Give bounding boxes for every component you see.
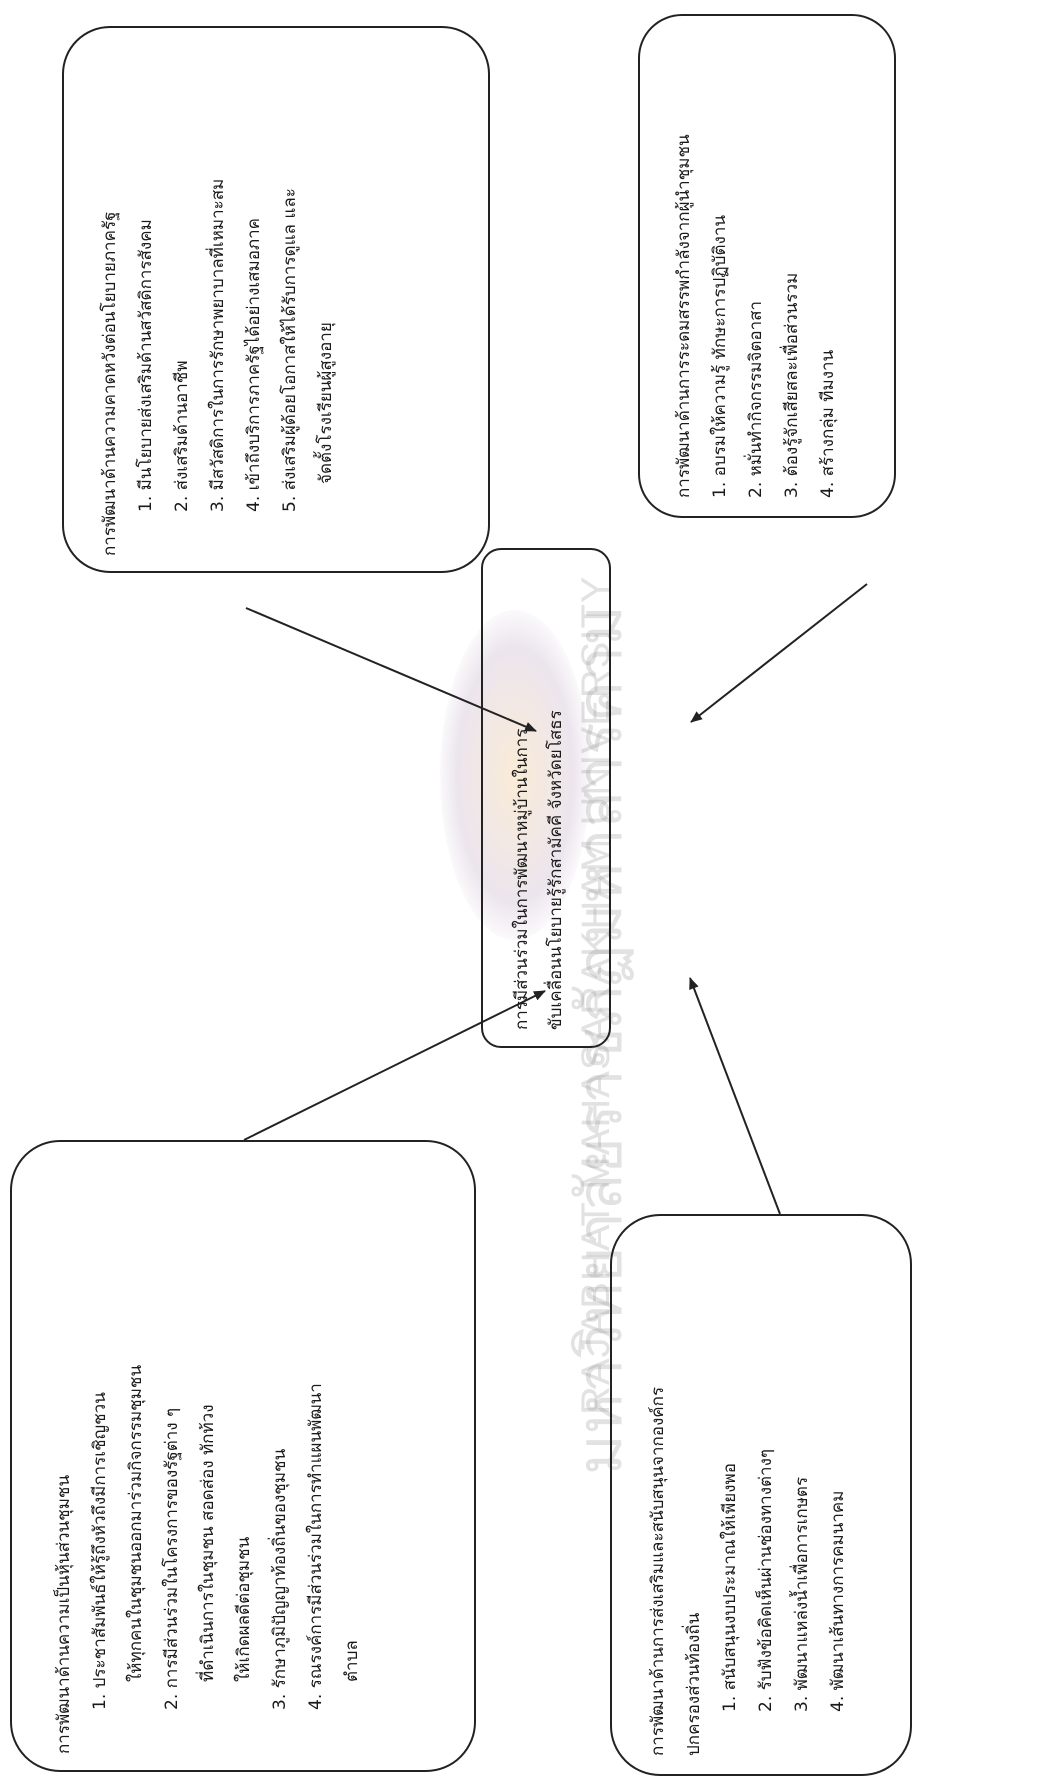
list-item-continuation: ที่ดำเนินการในชุมชน สอดส่อง ทักท้วง [198,1404,218,1682]
list-item: 4. พัฒนาเส้นทางการคมนาคม [828,1490,848,1712]
list-item-continuation: ตำบล [342,1640,362,1682]
box-local-government-support: การพัฒนาด้านการส่งเสริมและสนับสนุนจากองค… [610,1214,912,1776]
list-item: 2. ส่งเสริมด้านอาชีพ [172,360,192,512]
university-seal-watermark [440,610,590,940]
list-item: 4. สร้างกลุ่ม ทีมงาน [818,349,838,498]
list-item: 3. มีสวัสดิการในการรักษาพยาบาลที่เหมาะสม [208,178,228,512]
list-item: 3. ต้องรู้จักเสียสละเพื่อส่วนรวม [782,272,802,498]
arrow-top-left [245,607,537,732]
list-item: 1. สนับสนุนงบประมาณให้เพียงพอ [720,1463,740,1712]
box-title: การพัฒนาด้านการระดมสรรพกำลังจากผู้นำชุมช… [674,134,694,498]
arrow-bottom-right [689,977,781,1215]
box-community-partnership: การพัฒนาด้านความเป็นหุ้นส่วนชุมชน 1. ประ… [10,1140,476,1772]
list-item-continuation: ให้เกิดผลดีต่อชุมชน [234,1536,254,1682]
list-item: 3. พัฒนาแหล่งน้ำเพื่อการเกษตร [792,1476,812,1712]
list-item: 4. รณรงค์การมีส่วนร่วมในการทำแผนพัฒนา [306,1383,326,1710]
list-item: 3. รักษาภูมิปัญญาท้องถิ่นของชุมชน [270,1448,290,1710]
list-item: 5. ส่งเสริมผู้ด้อยโอกาสให้ได้รับการดูแล … [280,188,300,512]
central-topic-line-2: ขับเคลื่อนนโยบายรู้รักสามัคคี จังหวัดยโส… [546,710,566,1030]
list-item: 1. ประชาสัมพันธ์ให้รู้ถึงหัวถึงมีการเชิญ… [90,1392,110,1710]
box-community-leader-mobilization: การพัฒนาด้านการระดมสรรพกำลังจากผู้นำชุมช… [638,14,896,518]
list-item: 2. การมีส่วนร่วมในโครงการของรัฐต่าง ๆ [162,1407,182,1710]
list-item-continuation: ให้ทุกคนในชุมชนออกมาร่วมกิจกรรมชุมชน [126,1364,146,1682]
box-title: การพัฒนาด้านความเป็นหุ้นส่วนชุมชน [54,1474,74,1754]
arrow-top-right [690,583,868,723]
box-state-policy-expectations: การพัฒนาด้านความคาดหวังต่อนโยบายภาครัฐ 1… [62,26,490,573]
box-title: การพัฒนาด้านความคาดหวังต่อนโยบายภาครัฐ [100,211,120,556]
box-central-topic: การมีส่วนร่วมในการพัฒนาหมู่บ้านในการ ขับ… [481,548,611,1048]
list-item: 4. เข้าถึงบริการภาครัฐได้อย่างเสมอภาค [244,217,264,512]
list-item: 1. อบรมให้ความรู้ ทักษะการปฏิบัติงาน [710,215,730,498]
list-item-continuation: จัดตั้งโรงเรียนผู้สูงอายุ [316,322,336,484]
list-item: 2. รับฟังข้อคิดเห็นผ่านช่องทางต่างๆ [756,1448,776,1712]
arrow-bottom-left [243,990,546,1141]
box-title: การพัฒนาด้านการส่งเสริมและสนับสนุนจากองค… [648,1386,668,1756]
central-topic-line-1: การมีส่วนร่วมในการพัฒนาหมู่บ้านในการ [512,728,532,1030]
box-title-continuation: ปกครองส่วนท้องถิ่น [684,1612,704,1756]
list-item: 1. มีนโยบายส่งเสริมด้านสวัสดิการสังคม [136,219,156,512]
list-item: 2. หมั่นทำกิจกรรมจิตอาสา [746,300,766,498]
